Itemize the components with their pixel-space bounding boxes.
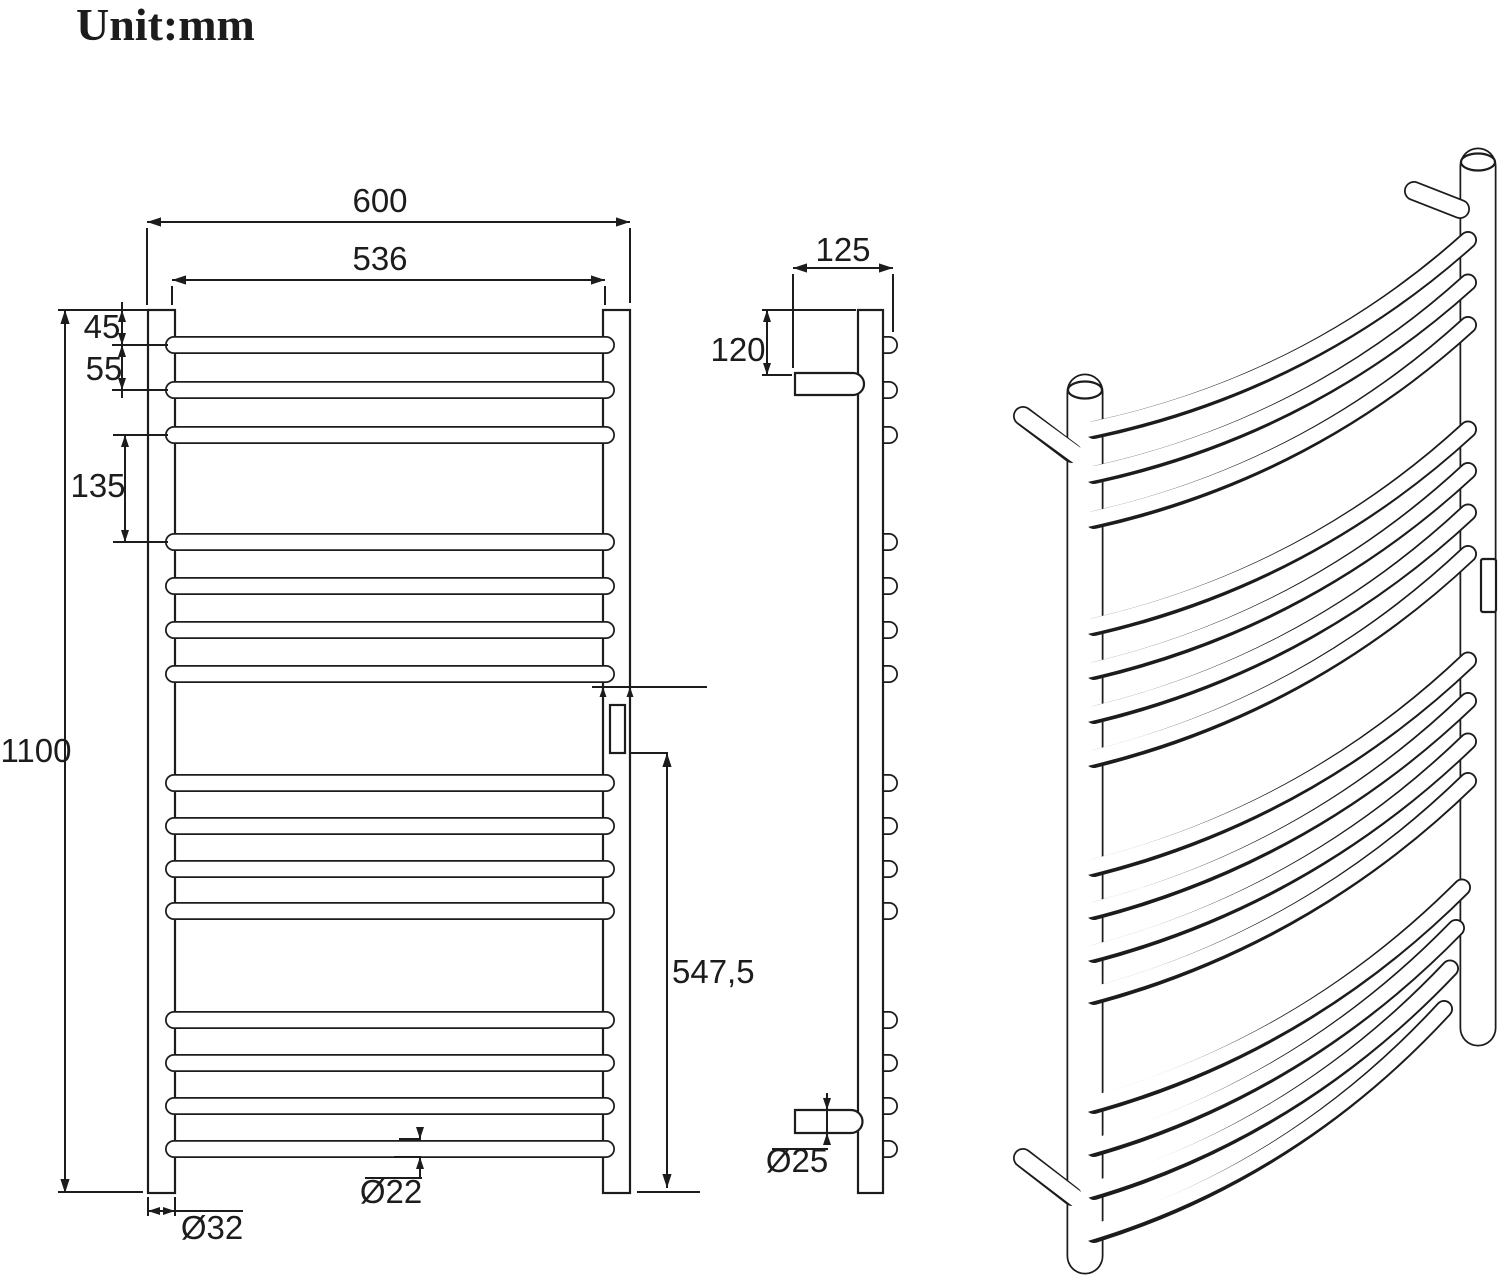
dim-rail-length: 536 — [352, 240, 407, 277]
dim-section-gap: 135 — [70, 467, 125, 504]
dim-top-to-first-rung: 45 — [84, 308, 121, 345]
dim-rung-diameter: Ø22 — [360, 1173, 422, 1210]
dim-post-diameter: Ø32 — [181, 1209, 243, 1246]
side-view — [793, 308, 898, 1195]
dim-top-to-bracket: 120 — [710, 331, 765, 368]
unit-label: Unit:mm — [76, 0, 255, 50]
dim-rung-spacing: 55 — [86, 350, 123, 387]
perspective-view — [1013, 147, 1498, 1275]
front-view — [146, 308, 632, 1195]
dim-overall-height: 1100 — [1, 732, 72, 769]
dim-bracket-diameter: Ø25 — [766, 1142, 828, 1179]
dim-depth: 125 — [815, 231, 870, 268]
dimension-layer — [58, 217, 894, 1216]
dim-overall-width: 600 — [352, 182, 407, 219]
dim-heater-to-bottom: 547,5 — [672, 953, 755, 990]
